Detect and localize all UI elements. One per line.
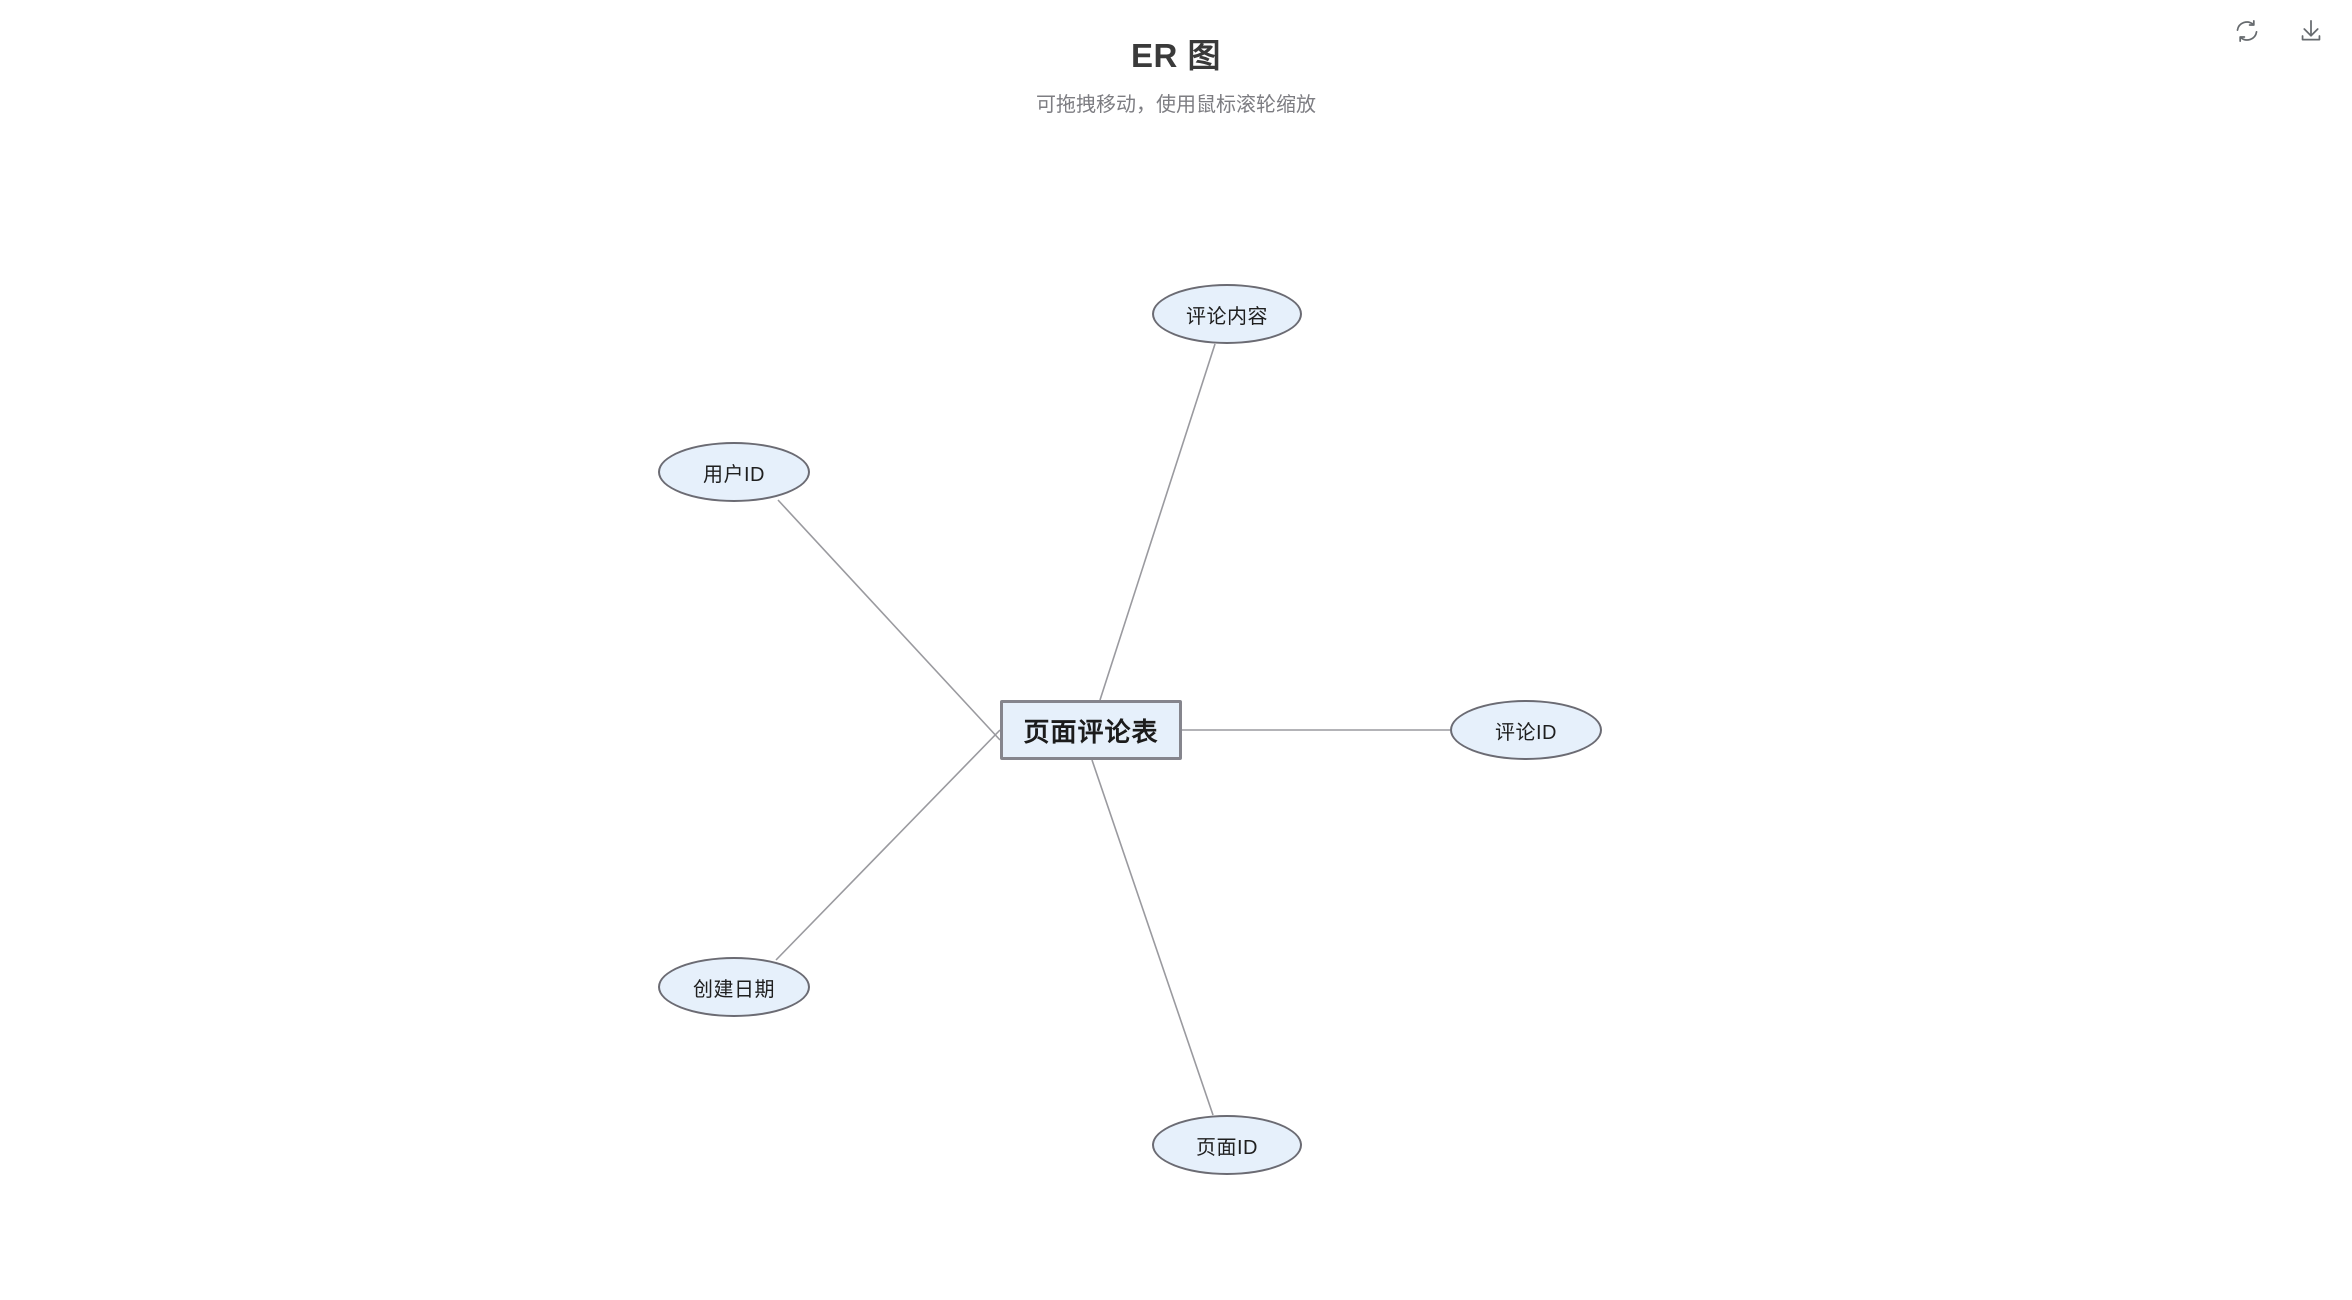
- edge-attr-comment-content: [1099, 343, 1216, 701]
- attribute-node-attr-user-id[interactable]: 用户ID: [658, 442, 810, 502]
- attribute-node-attr-comment-content[interactable]: 评论内容: [1152, 284, 1302, 344]
- node-label: 评论内容: [1186, 305, 1268, 328]
- attribute-node-attr-comment-id[interactable]: 评论ID: [1450, 700, 1602, 760]
- diagram-toolbar: [2230, 14, 2328, 48]
- attribute-node-attr-create-date[interactable]: 创建日期: [658, 957, 810, 1017]
- download-button[interactable]: [2294, 14, 2328, 48]
- edge-attr-create-date: [775, 729, 1001, 961]
- node-label: 评论ID: [1495, 721, 1557, 744]
- node-label: 页面评论表: [1023, 716, 1159, 747]
- edge-attr-page-id: [1091, 759, 1214, 1116]
- attribute-node-attr-page-id[interactable]: 页面ID: [1152, 1115, 1302, 1175]
- refresh-icon: [2234, 18, 2260, 44]
- node-label: 创建日期: [693, 978, 775, 1001]
- download-icon: [2298, 18, 2324, 44]
- node-label: 用户ID: [703, 463, 765, 486]
- reset-view-button[interactable]: [2230, 14, 2264, 48]
- edge-attr-user-id: [777, 499, 1001, 741]
- entity-node-entity-page-comment-table[interactable]: 页面评论表: [1000, 700, 1182, 760]
- node-label: 页面ID: [1196, 1136, 1258, 1159]
